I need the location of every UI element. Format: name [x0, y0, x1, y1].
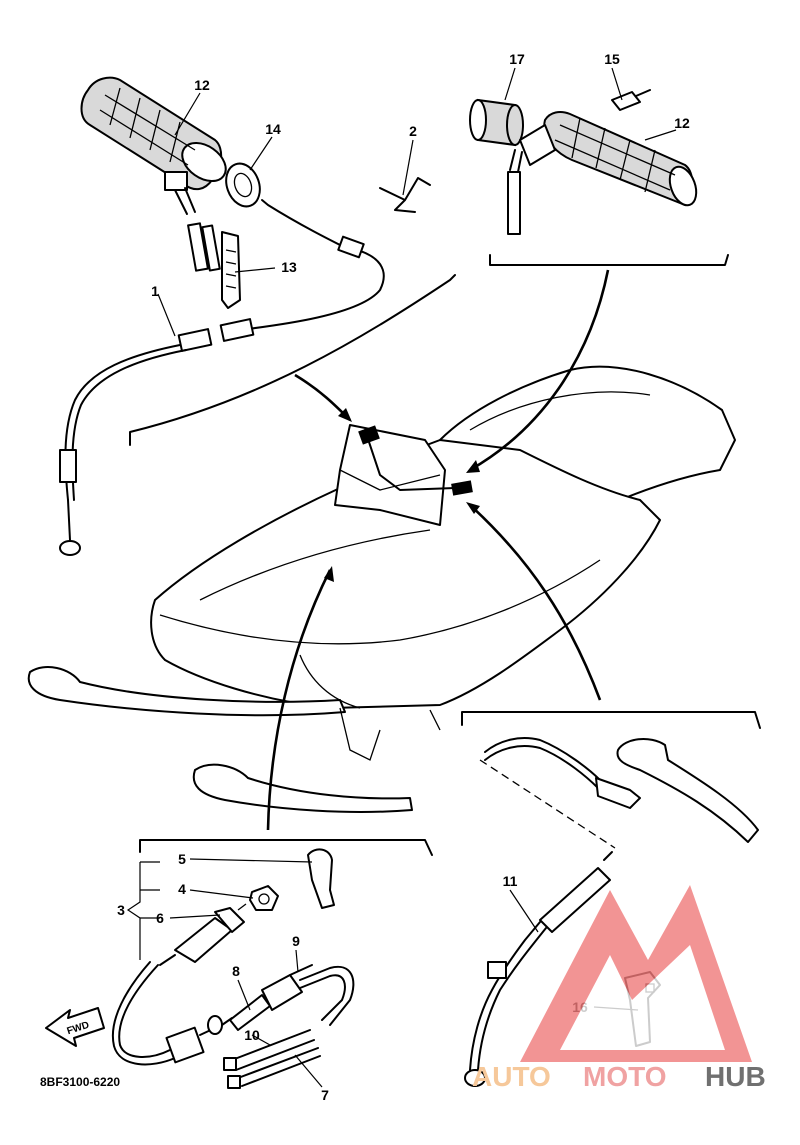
part-15-screw	[611, 89, 651, 111]
label-part-14: 14	[265, 121, 281, 137]
brake-lever	[484, 737, 759, 843]
top-right-parts	[469, 89, 698, 235]
label-part-8: 8	[232, 963, 240, 979]
label-part-3: 3	[117, 902, 125, 918]
part-6-switch	[159, 903, 247, 966]
pointer-arrows	[266, 269, 610, 831]
part-8-connector	[221, 974, 303, 1031]
label-part-15: 15	[604, 51, 620, 67]
label-part-11: 11	[503, 873, 518, 889]
label-part-2: 2	[409, 123, 417, 139]
assembly-dashed-line	[479, 759, 616, 849]
part-labels: 12 14 2 13 1 17 15 12 5 4 3 6 9 8 10 7 1…	[40, 51, 690, 1103]
label-part-13: 13	[281, 259, 297, 275]
part-9-wire	[289, 964, 355, 1026]
part-1-cable	[59, 199, 385, 556]
label-part-5: 5	[178, 851, 186, 867]
label-part-12-left: 12	[194, 77, 210, 93]
part-4-nut	[249, 885, 279, 911]
diagram-code: 8BF3100-6220	[40, 1075, 120, 1089]
part-2-clip	[379, 177, 431, 213]
snowmobile-body	[27, 365, 736, 813]
label-part-17: 17	[509, 51, 525, 67]
grip-left	[80, 76, 227, 272]
watermark-text-moto: MOTO	[583, 1061, 666, 1092]
part-14-ring	[225, 162, 261, 208]
watermark-logo-icon	[520, 885, 752, 1062]
bottom-left-parts: FWD	[45, 848, 355, 1089]
grip-right	[507, 111, 698, 235]
part-5-lever	[307, 848, 335, 909]
group-brackets	[129, 254, 761, 856]
label-part-12-right: 12	[674, 115, 690, 131]
part-7-lead	[227, 1047, 321, 1089]
part-17-collar	[469, 98, 524, 147]
label-part-7: 7	[321, 1087, 329, 1103]
part-10-lead	[223, 1029, 315, 1071]
part-13-clip	[221, 231, 241, 309]
watermark: AUTO MOTO HUB	[472, 885, 766, 1092]
part-11-cable	[464, 851, 613, 1087]
fwd-arrow-icon: FWD	[45, 1007, 105, 1047]
label-part-6: 6	[156, 910, 164, 926]
watermark-text-hub: HUB	[705, 1061, 766, 1092]
label-part-10: 10	[244, 1027, 260, 1043]
wiring-harness-3	[111, 961, 223, 1066]
watermark-text-auto: AUTO	[472, 1061, 551, 1092]
label-part-1: 1	[151, 283, 159, 299]
label-part-9: 9	[292, 933, 300, 949]
label-part-4: 4	[178, 881, 186, 897]
top-left-parts	[59, 76, 431, 556]
